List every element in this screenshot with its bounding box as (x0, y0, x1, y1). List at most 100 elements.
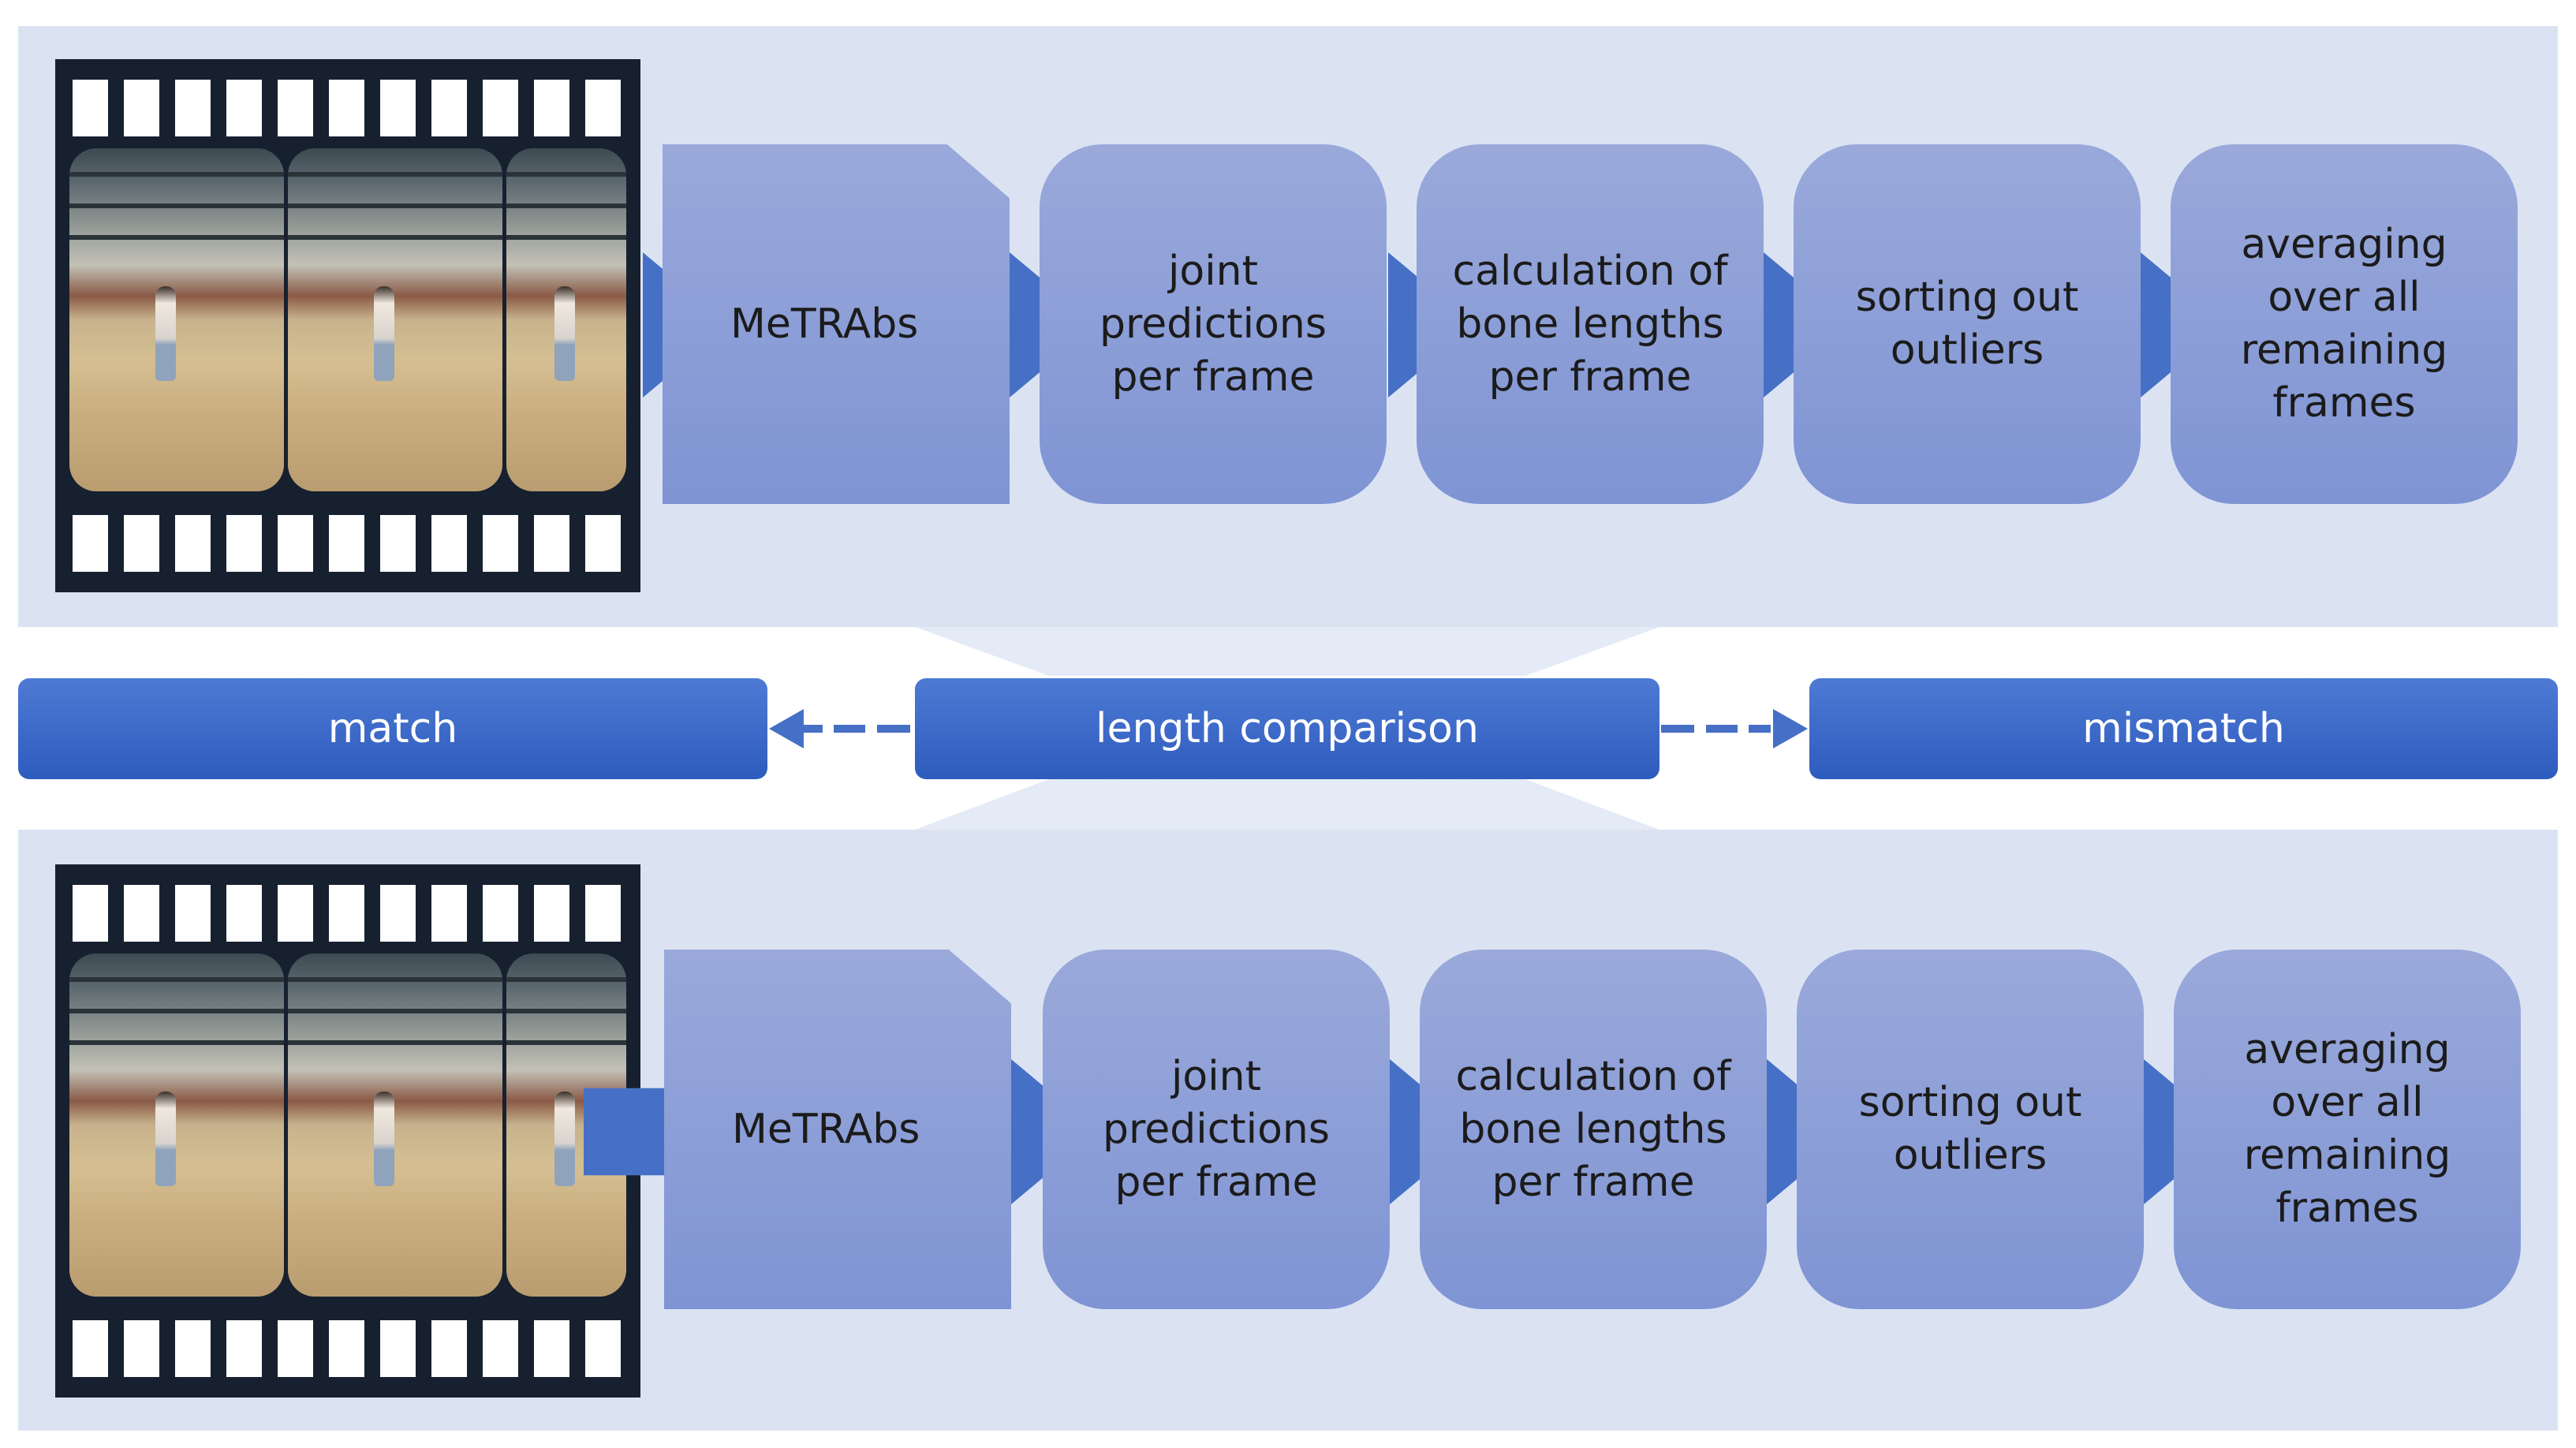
ceiling-beam (506, 977, 626, 982)
dashed-connector (1661, 725, 1694, 733)
film-hole (226, 1320, 262, 1377)
step-label: sorting out outliers (1855, 274, 2079, 374)
film-hole (329, 1320, 364, 1377)
film-perforations (55, 885, 640, 942)
ceiling-beam (288, 1040, 502, 1045)
film-hole (483, 80, 518, 136)
arrowhead-left (769, 709, 804, 748)
mismatch-result: mismatch (1809, 678, 2558, 779)
film-hole (380, 80, 416, 136)
film-hole (226, 80, 262, 136)
film-hole (73, 1320, 108, 1377)
ceiling-beam (288, 203, 502, 208)
funnel-bottom (915, 779, 1659, 830)
match-label: match (327, 705, 458, 752)
step-bone-lengths: calculation of bone lengths per frame (1420, 950, 1767, 1309)
step-metrabs: MeTRAbs (664, 950, 1011, 1309)
film-hole (585, 1320, 621, 1377)
video-filmstrip-bottom (55, 864, 640, 1398)
film-hole (73, 80, 108, 136)
film-hole (483, 515, 518, 572)
film-hole (73, 515, 108, 572)
ceiling-beam (69, 1040, 284, 1045)
video-frame (69, 954, 284, 1297)
film-hole (585, 80, 621, 136)
walking-person (155, 1092, 176, 1186)
length-comparison-label: length comparison (1096, 705, 1479, 752)
film-hole (534, 1320, 569, 1377)
film-hole (175, 1320, 211, 1377)
step-label: averaging over all remaining frames (2243, 1026, 2451, 1232)
dashed-connector (801, 725, 823, 733)
dashed-connector (1706, 725, 1738, 733)
film-hole (226, 885, 262, 942)
film-hole (585, 885, 621, 942)
film-hole (278, 515, 313, 572)
walking-person (374, 1092, 394, 1186)
film-hole (534, 885, 569, 942)
film-hole (124, 1320, 159, 1377)
funnel-top (915, 627, 1659, 676)
film-hole (175, 515, 211, 572)
dashed-connector (877, 725, 910, 733)
ceiling-beam (506, 1009, 626, 1013)
film-hole (278, 1320, 313, 1377)
walking-person (554, 286, 575, 381)
step-metrabs: MeTRAbs (663, 144, 1010, 504)
step-averaging: averaging over all remaining frames (2174, 950, 2521, 1309)
step-label: calculation of bone lengths per frame (1455, 1052, 1731, 1206)
film-hole (124, 515, 159, 572)
step-joint-predictions: joint predictions per frame (1043, 950, 1390, 1309)
film-hole (329, 80, 364, 136)
film-hole (226, 515, 262, 572)
walking-person (155, 286, 176, 381)
arrowhead-right (1773, 709, 1808, 748)
step-bone-lengths: calculation of bone lengths per frame (1417, 144, 1764, 504)
film-hole (124, 885, 159, 942)
film-hole (380, 885, 416, 942)
step-label: calculation of bone lengths per frame (1452, 247, 1728, 401)
film-hole (483, 1320, 518, 1377)
ceiling-beam (506, 235, 626, 240)
dashed-connector (834, 725, 865, 733)
ceiling-beam (69, 977, 284, 982)
film-perforations (55, 515, 640, 572)
step-label: MeTRAbs (732, 1105, 920, 1153)
ceiling-beam (288, 977, 502, 982)
ceiling-beam (288, 1009, 502, 1013)
film-hole (175, 885, 211, 942)
step-joint-predictions: joint predictions per frame (1040, 144, 1387, 504)
step-label: joint predictions per frame (1103, 1052, 1330, 1206)
film-hole (585, 515, 621, 572)
walking-person (374, 286, 394, 381)
film-hole (380, 1320, 416, 1377)
ceiling-beam (506, 172, 626, 177)
length-comparison: length comparison (915, 678, 1659, 779)
step-label: averaging over all remaining frames (2240, 221, 2448, 427)
film-hole (329, 515, 364, 572)
video-frame (69, 148, 284, 491)
film-hole (380, 515, 416, 572)
film-perforations (55, 80, 640, 136)
film-hole (534, 515, 569, 572)
ceiling-beam (506, 1040, 626, 1045)
step-label: joint predictions per frame (1099, 247, 1327, 401)
step-label: sorting out outliers (1858, 1079, 2082, 1179)
film-hole (278, 885, 313, 942)
film-hole (73, 885, 108, 942)
film-hole (431, 515, 467, 572)
match-result: match (18, 678, 767, 779)
ceiling-beam (69, 172, 284, 177)
film-hole (431, 80, 467, 136)
ceiling-beam (288, 172, 502, 177)
dashed-connector (1749, 725, 1771, 733)
ceiling-beam (69, 235, 284, 240)
film-hole (431, 885, 467, 942)
step-averaging: averaging over all remaining frames (2171, 144, 2518, 504)
film-perforations (55, 1320, 640, 1377)
film-hole (124, 80, 159, 136)
film-hole (483, 885, 518, 942)
film-hole (534, 80, 569, 136)
film-hole (175, 80, 211, 136)
walking-person (554, 1092, 575, 1186)
